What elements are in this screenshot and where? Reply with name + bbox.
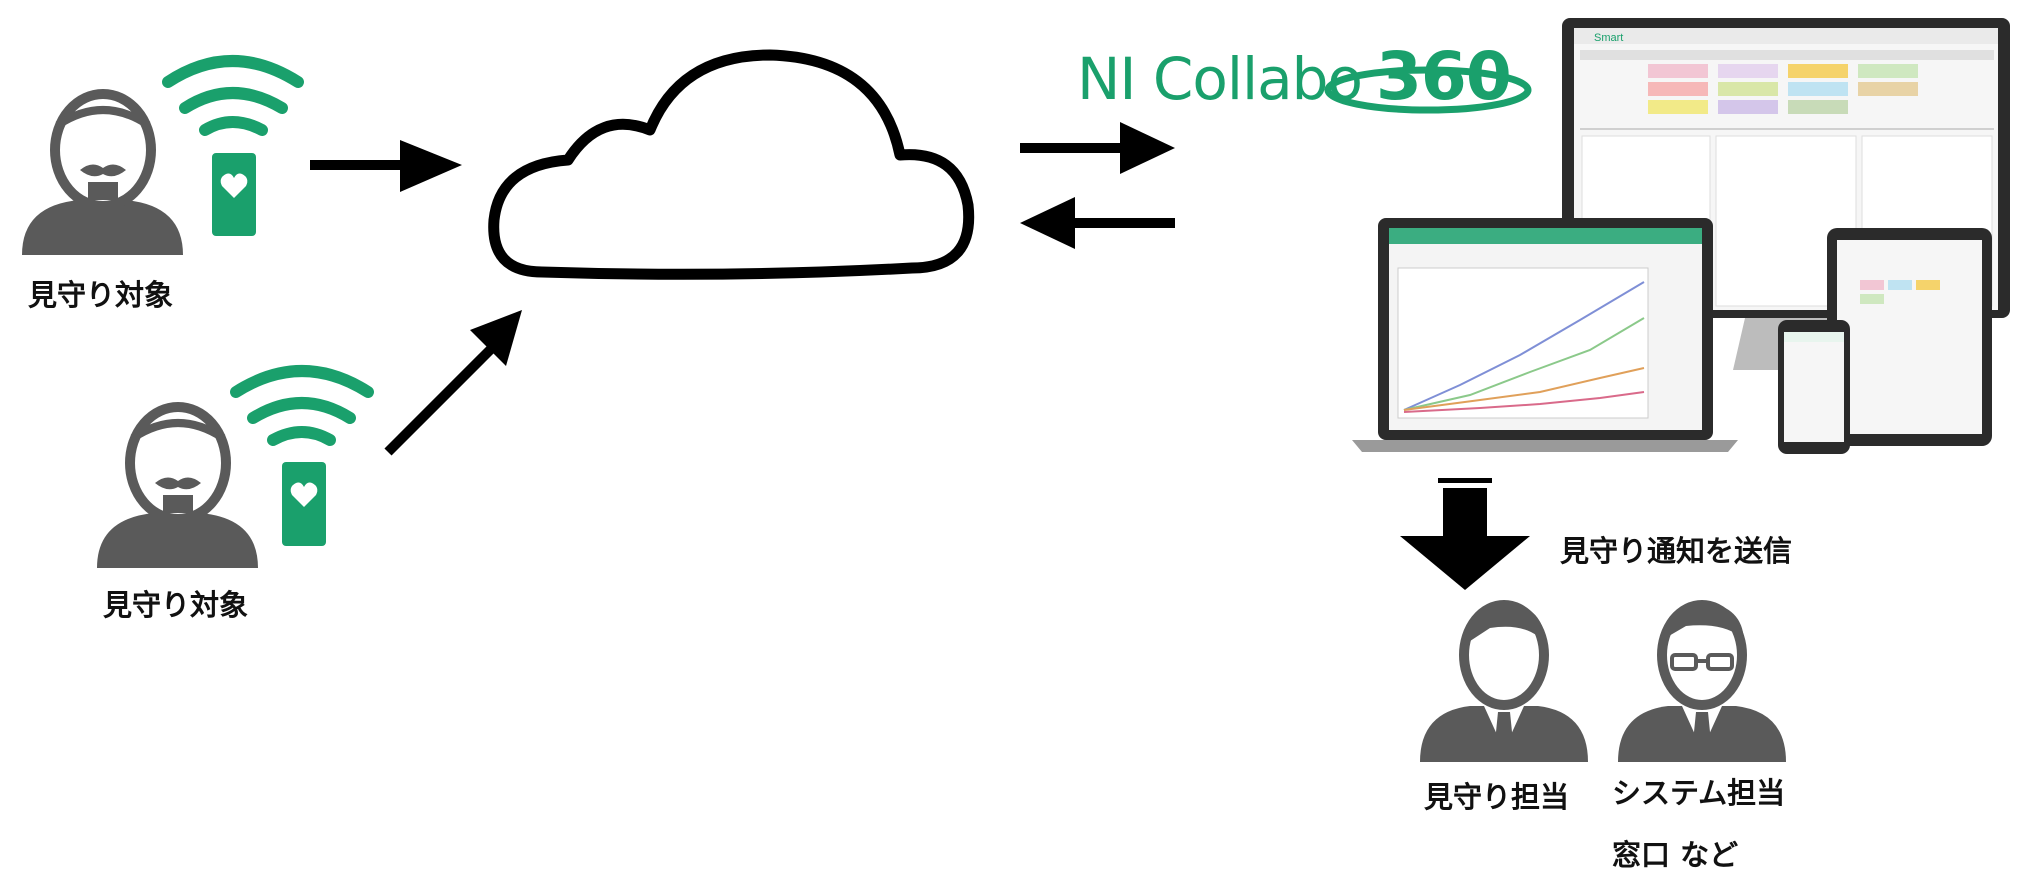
app-logo: Smart — [1594, 32, 1623, 44]
brand-name: NI Collabo — [1077, 45, 1363, 113]
arrow-right-icon — [310, 140, 462, 192]
arrow-down-icon — [1400, 478, 1530, 590]
smartphone — [1778, 320, 1850, 454]
notify-label: 見守り通知を送信 — [1560, 534, 1793, 568]
wireless-signal-icon — [162, 55, 304, 136]
phone-heart-icon — [282, 462, 326, 546]
staff-label-2: システム担当 — [1612, 776, 1786, 810]
brand-number: 360 — [1375, 38, 1512, 115]
cloud-icon — [488, 49, 975, 280]
staff-person-glasses-icon — [1618, 600, 1786, 762]
arrow-right-icon — [1020, 122, 1175, 174]
tablet — [1827, 228, 1992, 446]
subject-label-1: 見守り対象 — [28, 278, 174, 312]
arrow-left-icon — [1020, 197, 1175, 249]
staff-note: 窓口 など — [1612, 838, 1739, 872]
arrow-diagonal-icon — [384, 310, 522, 456]
wireless-signal-icon — [230, 365, 374, 446]
staff-label-1: 見守り担当 — [1424, 780, 1570, 814]
elderly-person-icon — [22, 89, 183, 255]
elderly-person-icon — [97, 402, 258, 568]
staff-person-icon — [1420, 600, 1588, 762]
laptop — [1352, 218, 1738, 452]
subject-label-2: 見守り対象 — [103, 588, 249, 622]
phone-heart-icon — [212, 153, 256, 236]
brand-swoosh — [1324, 66, 1532, 114]
